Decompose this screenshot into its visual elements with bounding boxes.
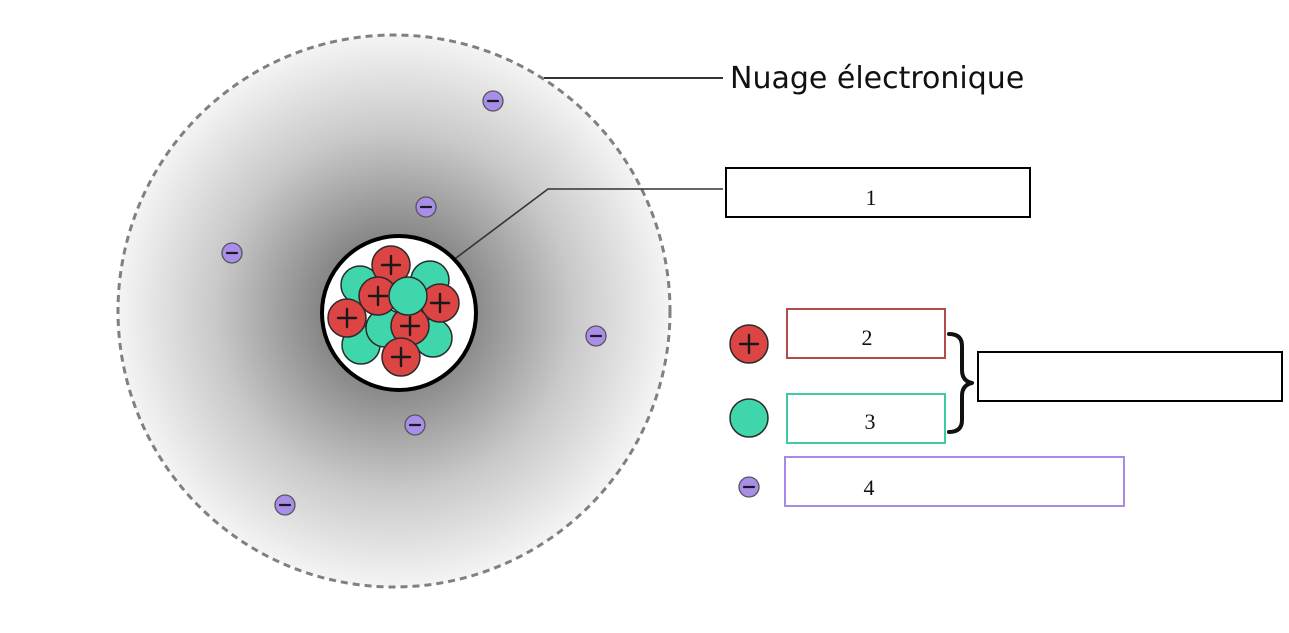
label-box-nucleus[interactable]: 1: [725, 167, 1031, 218]
legend-proton: 2: [729, 308, 946, 364]
nucleus-leader-line: [451, 188, 723, 262]
electron-minus-signs: [225, 99, 603, 507]
label-box-3-number: 3: [865, 409, 876, 434]
plus-icon: [367, 285, 389, 307]
label-box-4-number: 4: [864, 475, 875, 500]
cloud-label: Nuage électronique: [730, 61, 1024, 96]
label-box-3[interactable]: [786, 393, 946, 444]
legend-neutron-icon: [729, 398, 769, 438]
label-box-nucleons[interactable]: [977, 351, 1283, 402]
plus-icon: [336, 307, 358, 329]
plus-icon: [390, 346, 412, 368]
label-box-1[interactable]: [725, 167, 1031, 218]
label-box-1-number: 1: [866, 185, 877, 210]
plus-icon: [380, 254, 402, 276]
legend-neutron: 3: [729, 393, 946, 444]
plus-icon: [738, 333, 760, 355]
curly-brace: [947, 332, 974, 434]
label-box-2-number: 2: [862, 325, 873, 350]
plus-icon: [399, 315, 421, 337]
legend-electron: 4: [738, 456, 1125, 507]
plus-icon: [429, 292, 451, 314]
nucleus: [320, 234, 478, 392]
proton-plus-signs: [336, 254, 451, 368]
neutron: [388, 276, 428, 316]
label-box-4[interactable]: [784, 456, 1125, 507]
label-box-2[interactable]: [786, 308, 946, 359]
